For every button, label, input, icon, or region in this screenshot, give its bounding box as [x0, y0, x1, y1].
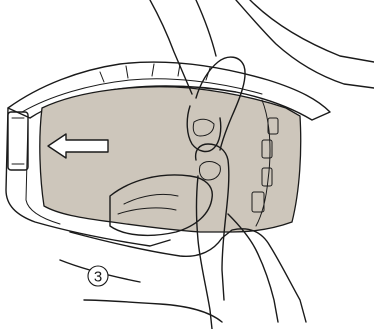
lens: [40, 87, 301, 232]
strap-clip: [8, 112, 28, 170]
step-marker: 3: [88, 266, 108, 286]
step-number: 3: [94, 269, 102, 286]
